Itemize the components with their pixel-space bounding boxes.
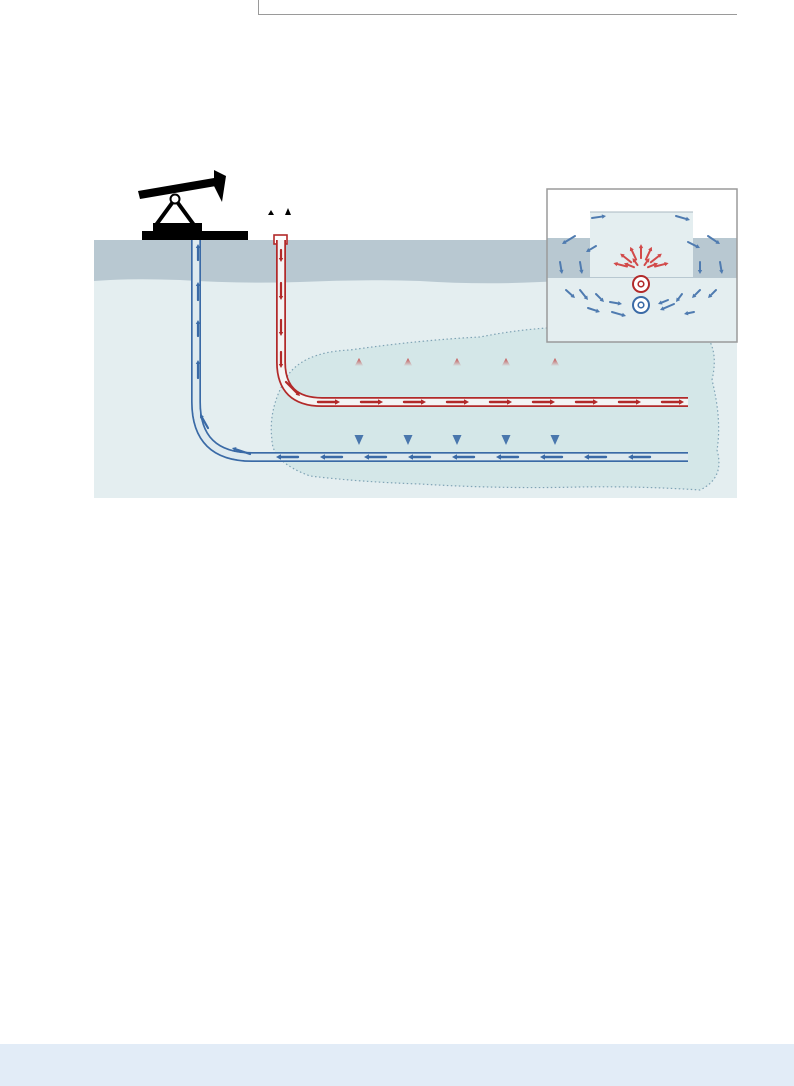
inset-chamber [590, 212, 693, 277]
oil-drain-arrow-icon [697, 261, 703, 274]
steam-spread-arrow-icon [629, 246, 638, 261]
steam-generator-icon [268, 208, 291, 215]
arrow-left-icon [452, 454, 476, 460]
arrow-right-icon [445, 399, 469, 405]
cross-section-inset [546, 188, 738, 343]
oil-drain-arrow-icon [562, 235, 576, 244]
steam-spread-arrow-icon [654, 261, 669, 268]
oil-flow-arrows [195, 244, 652, 460]
oil-drain-arrow-icon [452, 410, 462, 445]
oil-drain-arrow-icon [676, 293, 683, 302]
steam-spread-arrow-icon [632, 258, 639, 267]
steam-spread-arrow-icon [643, 258, 650, 267]
oil-drain-arrow-icon [687, 241, 700, 249]
arrow-left-icon [320, 454, 344, 460]
steam-spread-arrow-icon [624, 262, 635, 269]
oil-drain-arrow-icon [565, 289, 575, 298]
inset-flow-arrows [559, 214, 724, 318]
arrow-down-icon [278, 350, 284, 368]
steam-spread-arrow-icon [644, 246, 653, 261]
oil-drain-arrow-icon [586, 245, 597, 252]
producer-well [191, 240, 688, 462]
vertical-flow-arrows [354, 358, 560, 445]
steam-flow-arrows [278, 248, 684, 405]
arrow-down-icon [278, 248, 284, 262]
oil-drain-arrow-icon [609, 301, 622, 306]
arrow-right-icon [531, 399, 555, 405]
oil-drain-arrow-icon [579, 261, 584, 274]
arrow-left-icon [408, 454, 432, 460]
oil-drain-arrow-icon [692, 289, 701, 298]
top-rule [258, 0, 737, 15]
arrow-right-icon [617, 399, 641, 405]
oil-drain-arrow-icon [587, 307, 600, 313]
arrow-right-icon [660, 399, 684, 405]
steam-spread-arrow-icon [638, 244, 644, 260]
oil-drain-arrow-icon [684, 311, 695, 316]
arrow-right-icon [359, 399, 383, 405]
arrow-up-icon [195, 244, 201, 262]
oil-drain-arrow-icon [595, 293, 604, 302]
steam-spread-arrow-icon [647, 262, 658, 269]
steam-rise-arrow-icon [501, 358, 511, 392]
arrow-left-icon [496, 454, 520, 460]
steam-spread-arrow-icon [613, 261, 628, 268]
steam-rise-arrow-icon [354, 358, 364, 392]
oil-drain-arrow-icon [675, 215, 690, 222]
oil-drain-arrow-icon [591, 214, 606, 219]
steam-rise-arrow-icon [403, 358, 413, 392]
oil-drain-arrow-icon [707, 235, 720, 244]
arrow-up-icon [195, 282, 201, 302]
inset-oil-well-icon [632, 296, 650, 314]
arrow-right-icon [488, 399, 512, 405]
oil-drain-arrow-icon [354, 410, 364, 445]
arrow-left-icon [364, 454, 388, 460]
oil-drain-arrow-icon [559, 261, 564, 274]
arrow-up-icon [200, 414, 210, 430]
pumpjack-icon [138, 170, 248, 240]
arrow-left-icon [584, 454, 608, 460]
arrow-right-icon [402, 399, 426, 405]
oil-drain-arrow-icon [611, 311, 626, 318]
oil-drain-arrow-icon [550, 410, 560, 445]
oil-drain-arrow-icon [579, 289, 588, 300]
arrow-right-icon [574, 399, 598, 405]
oil-drain-arrow-icon [719, 261, 724, 274]
arrow-down-icon [278, 281, 284, 300]
sagd-diagram [94, 170, 738, 498]
arrow-up-icon [195, 360, 201, 380]
steam-spread-arrow-icon [649, 253, 662, 264]
arrow-down-icon [278, 318, 284, 336]
arrow-left-icon [276, 454, 300, 460]
arrow-right-icon [284, 380, 300, 396]
oil-drain-arrow-icon [708, 289, 717, 298]
steam-rise-arrow-icon [550, 358, 560, 392]
steam-chamber [270, 323, 720, 491]
arrow-right-icon [316, 399, 340, 405]
arrow-left-icon [628, 454, 652, 460]
oil-drain-arrow-icon [501, 410, 511, 445]
arrow-left-icon [232, 447, 252, 456]
steam-rise-arrow-icon [452, 358, 462, 392]
oil-drain-arrow-icon [403, 410, 413, 445]
steam-spread-arrow-icon [620, 253, 633, 264]
inset-steam-well-icon [632, 275, 650, 293]
oil-drain-arrow-icon [658, 299, 669, 305]
footer-band [0, 1044, 794, 1086]
arrow-left-icon [540, 454, 564, 460]
oil-drain-arrow-icon [660, 303, 675, 311]
arrow-up-icon [195, 320, 201, 338]
